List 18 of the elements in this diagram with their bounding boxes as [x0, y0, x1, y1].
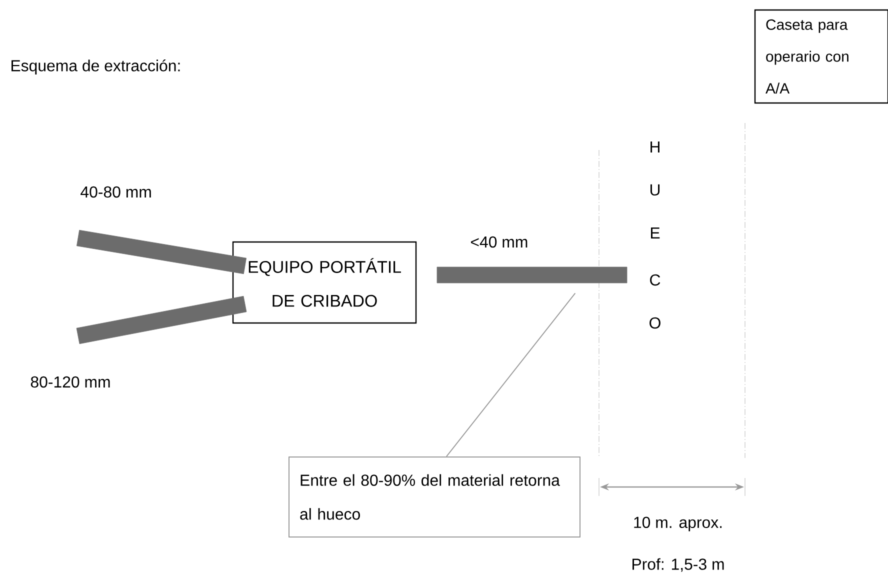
hole-letter: O — [650, 317, 660, 329]
conveyor-bar — [436, 266, 628, 284]
size-label: 80-120 mm — [30, 376, 110, 388]
conveyor-bar — [76, 230, 246, 274]
booth-box: Caseta para operario con A/A — [754, 9, 888, 104]
leader-line — [446, 292, 576, 457]
size-label: 40-80 mm — [80, 186, 151, 198]
depth-label: Prof: 1,5-3 m — [632, 558, 724, 572]
hole-letter: U — [650, 184, 660, 196]
hole-letter: H — [650, 142, 660, 152]
conveyor-bar — [76, 296, 247, 344]
hole-letter: C — [650, 274, 660, 286]
screening-box: EQUIPO PORTÁTIL DE CRIBADO — [232, 241, 417, 324]
dimension-label: 10 m. aprox. — [634, 516, 722, 532]
callout-box: Entre el 80-90% del material retorna al hueco — [288, 456, 580, 538]
hole-letter: E — [651, 228, 660, 238]
title: Esquema de extracción: — [12, 59, 180, 75]
size-label: <40 mm — [470, 236, 528, 248]
